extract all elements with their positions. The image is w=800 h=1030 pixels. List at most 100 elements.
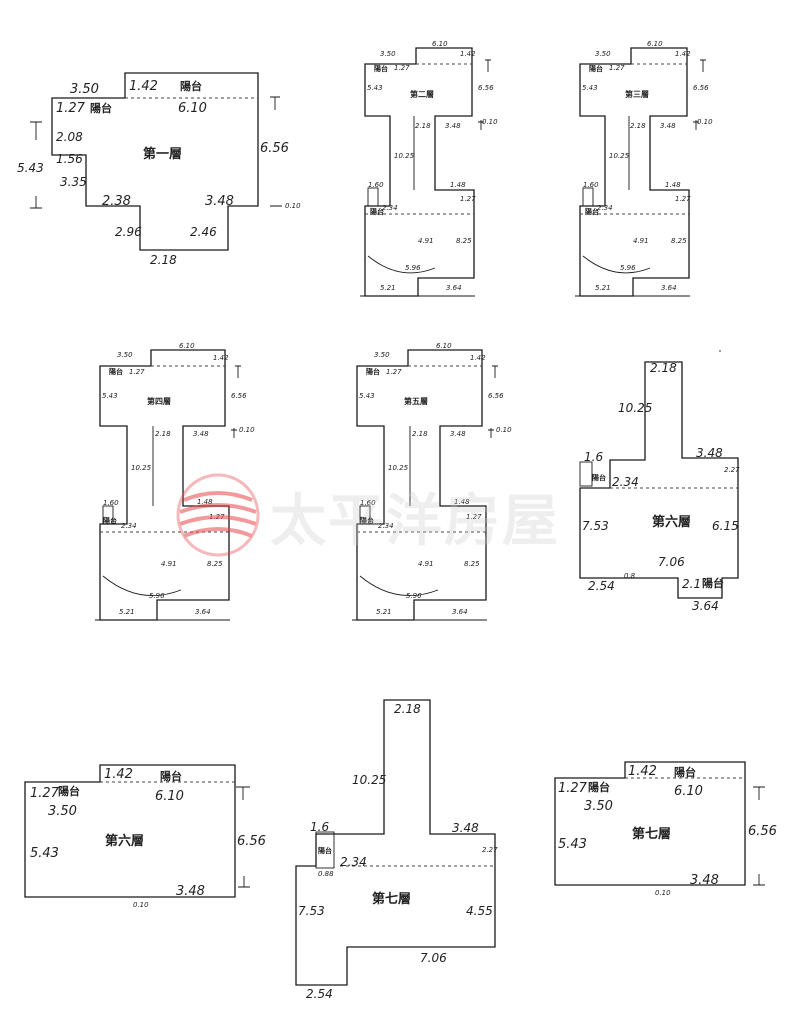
dimension-label: 0.10	[133, 901, 149, 909]
dimension-label: 1.27	[460, 195, 476, 203]
dimension-label: 3.48	[193, 430, 209, 438]
dimension-label: 6.56	[237, 834, 266, 849]
dimension-label: 1.60	[583, 181, 599, 189]
dimension-label: 4.55	[466, 904, 493, 918]
dimension-label: 3.50	[380, 50, 396, 58]
balcony-label: 陽台	[180, 79, 202, 93]
floor-label: 第六層	[105, 833, 144, 849]
dimension-label: 5.96	[405, 264, 421, 272]
dimension-label: 6.10	[647, 40, 663, 48]
dimension-label: 0.10	[655, 889, 671, 897]
floor-label: 第二層	[410, 89, 434, 99]
dimension-label: 2.18	[155, 430, 171, 438]
dimension-label: 1.42	[129, 79, 158, 94]
dimension-label: 1.27	[609, 64, 625, 72]
balcony-label: 陽台	[585, 207, 599, 216]
dimension-label: 2.34	[612, 475, 639, 489]
balcony-label: 陽台	[702, 576, 724, 590]
dimension-label: 5.21	[376, 608, 392, 616]
dimension-label: 0.88	[318, 870, 334, 878]
dimension-label: 0.10	[482, 118, 498, 126]
dimension-label: 7.06	[420, 951, 447, 965]
dimension-label: 6.10	[155, 789, 184, 804]
dimension-label: 6.10	[179, 342, 195, 350]
dimension-label: 5.43	[582, 84, 598, 92]
dimension-label: 3.48	[445, 122, 461, 130]
dimension-label: 2.18	[415, 122, 431, 130]
dimension-label: 5.21	[380, 284, 396, 292]
dimension-label: 2.18	[650, 361, 677, 375]
dimension-label: 3.48	[660, 122, 676, 130]
dimension-label: 5.21	[595, 284, 611, 292]
dimension-label: 10.25	[618, 401, 652, 415]
floor-label: 第七層	[632, 826, 671, 842]
dimension-label: 2.96	[115, 225, 142, 239]
dimension-label: 3.48	[450, 430, 466, 438]
dimension-label: 8.25	[671, 237, 687, 245]
dimension-label: 6.56	[748, 824, 777, 839]
dimension-label: 3.48	[452, 821, 479, 835]
dimension-label: 2.1	[682, 577, 701, 591]
dimension-label: 6.10	[674, 784, 703, 799]
dimension-label: 3.50	[117, 351, 133, 359]
dimension-label: 1.42	[213, 354, 229, 362]
balcony-label: 陽台	[318, 846, 332, 855]
dimension-label: 2.18	[412, 430, 428, 438]
balcony-label: 陽台	[588, 780, 610, 794]
dimension-label: 2.18	[394, 702, 421, 716]
balcony-label: 陽台	[374, 64, 388, 73]
dimension-label: 1.6	[310, 820, 329, 834]
floor-plan-4: 第四層 陽台 陽台 3.50 6.10 1.42 1.27 5.43 6.56 …	[95, 342, 255, 621]
dimension-label: 10.25	[394, 152, 415, 160]
dimension-label: 8.25	[464, 560, 480, 568]
dimension-label: 5.43	[30, 846, 59, 861]
dimension-label: 3.48	[205, 194, 234, 209]
balcony-label: 陽台	[366, 367, 380, 376]
dimension-label: 0.10	[285, 202, 301, 210]
floor-plan-7b: 第七層 陽台 陽台 1.27 1.42 3.50 6.10 5.43 6.56 …	[554, 761, 777, 897]
floor-label: 第三層	[625, 89, 649, 99]
dimension-label: 4.91	[161, 560, 177, 568]
dimension-label: 10.25	[609, 152, 630, 160]
dimension-label: 1.27	[56, 101, 86, 116]
dimension-label: 7.53	[298, 904, 325, 918]
dimension-label: 2.34	[340, 855, 367, 869]
dimension-label: 1.42	[675, 50, 691, 58]
dimension-label: 2.34	[378, 522, 394, 530]
dimension-label: 2.08	[56, 130, 83, 144]
dimension-label: 5.96	[149, 592, 165, 600]
dimension-label: 2.38	[102, 194, 131, 209]
dimension-label: 1.27	[466, 513, 482, 521]
balcony-label: 陽台	[674, 765, 696, 779]
balcony-label: 陽台	[103, 516, 117, 525]
dimension-label: 3.64	[195, 608, 211, 616]
dimension-label: 2.18	[150, 253, 177, 267]
dimension-label: 1.27	[675, 195, 691, 203]
dimension-label: 3.50	[48, 804, 77, 819]
floor-label: 第五層	[404, 396, 428, 406]
dimension-label: 6.15	[712, 519, 739, 533]
watermark: 太平洋房屋	[176, 473, 558, 557]
dimension-label: 1.42	[470, 354, 486, 362]
dimension-label: 2.27	[724, 466, 740, 474]
floor-plan-1: 第一層 陽台 陽台 3.50 1.42 6.10 1.27 2.08 1.56 …	[17, 72, 301, 267]
floor-label: 第四層	[147, 396, 171, 406]
dimension-label: 6.10	[178, 101, 207, 116]
dimension-label: 2.46	[190, 225, 217, 239]
floor-plan-3: 第三層 陽台 陽台 3.50 6.10 1.42 1.27 5.43 6.56 …	[575, 40, 713, 297]
floor-label: 第一層	[143, 146, 182, 162]
dimension-label: 1.27	[558, 781, 588, 796]
dimension-label: 6.10	[436, 342, 452, 350]
dimension-label: 8.25	[456, 237, 472, 245]
watermark-logo-icon	[176, 473, 260, 557]
floor-plan-6a: 第六層 陽台 陽台 2.18 10.25 1.6 3.48 2.34 2.27 …	[579, 350, 740, 613]
dimension-label: 1.27	[30, 786, 60, 801]
dimension-label: 1.6	[584, 450, 603, 464]
dimension-label: 5.43	[359, 392, 375, 400]
dimension-label: 2.27	[482, 846, 498, 854]
dimension-label: 3.50	[584, 799, 613, 814]
dimension-label: 3.35	[60, 175, 87, 189]
balcony-label: 陽台	[592, 473, 606, 482]
dimension-label: 6.56	[488, 392, 504, 400]
dimension-label: 1.42	[628, 764, 657, 779]
